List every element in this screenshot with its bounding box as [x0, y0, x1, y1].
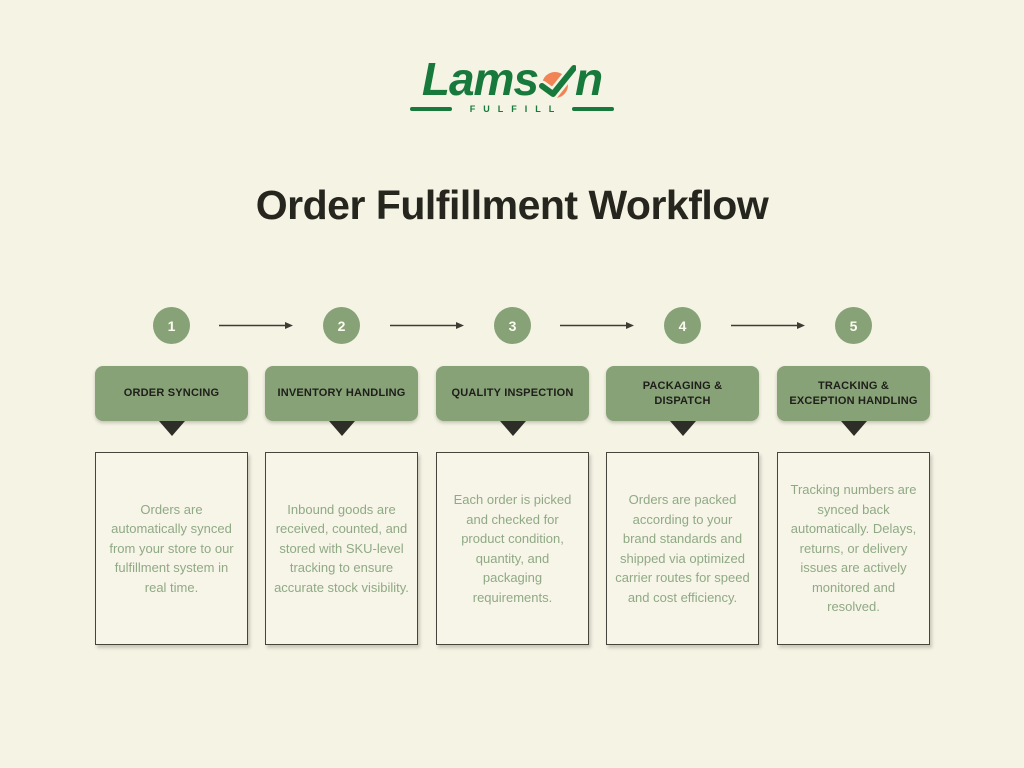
tagline-text: FULFILL — [469, 104, 563, 114]
step-2-title-box: INVENTORY HANDLING — [265, 366, 418, 421]
tagline-right-bar — [572, 107, 615, 111]
brand-o-swoosh-icon — [538, 62, 577, 100]
step-5-title-box: TRACKING & EXCEPTION HANDLING — [777, 366, 930, 421]
brand-tagline: FULFILL — [0, 104, 1024, 114]
step-3-number-badge: 3 — [494, 307, 531, 344]
workflow-step-3: 3 QUALITY INSPECTION Each order is picke… — [436, 307, 589, 645]
step-5-description-box: Tracking numbers are synced back automat… — [777, 452, 930, 645]
arrow-right-icon — [219, 322, 293, 329]
down-triangle-icon — [840, 421, 867, 436]
workflow-step-5: 5 TRACKING & EXCEPTION HANDLING Tracking… — [777, 307, 930, 645]
step-2-title: INVENTORY HANDLING — [277, 387, 406, 400]
step-1-title-box: ORDER SYNCING — [95, 366, 248, 421]
down-triangle-icon — [499, 421, 526, 436]
step-2-description: Inbound goods are received, counted, and… — [274, 501, 409, 595]
arrow-right-icon — [390, 322, 464, 329]
arrow-right-icon — [560, 322, 634, 329]
brand-logo: Lams n FULFILL — [0, 56, 1024, 114]
workflow-step-1: 1 ORDER SYNCING Orders are automatically… — [95, 307, 248, 645]
step-2-number-badge: 2 — [323, 307, 360, 344]
step-4-title: PACKAGING & DISPATCH — [642, 379, 723, 407]
step-1-title: ORDER SYNCING — [123, 387, 220, 400]
step-4-description: Orders are packed according to your bran… — [615, 492, 750, 605]
down-triangle-icon — [158, 421, 185, 436]
down-triangle-icon — [328, 421, 355, 436]
page-title: Order Fulfillment Workflow — [255, 182, 769, 228]
step-1-description: Orders are automatically synced from you… — [109, 501, 234, 595]
step-3-description: Each order is picked and checked for pro… — [453, 492, 572, 605]
brand-wordmark-prefix: Lams — [421, 53, 539, 105]
step-4-title-box: PACKAGING & DISPATCH — [606, 366, 759, 421]
step-5-description: Tracking numbers are synced back automat… — [790, 482, 917, 615]
step-3-title: QUALITY INSPECTION — [451, 387, 574, 400]
step-4-number-badge: 4 — [664, 307, 701, 344]
workflow-step-4: 4 PACKAGING & DISPATCH Orders are packed… — [606, 307, 759, 645]
step-3-title-box: QUALITY INSPECTION — [436, 366, 589, 421]
arrow-right-icon — [731, 322, 805, 329]
step-3-description-box: Each order is picked and checked for pro… — [436, 452, 589, 645]
step-4-description-box: Orders are packed according to your bran… — [606, 452, 759, 645]
workflow-step-2: 2 INVENTORY HANDLING Inbound goods are r… — [265, 307, 418, 645]
step-1-number-badge: 1 — [153, 307, 190, 344]
down-triangle-icon — [669, 421, 696, 436]
tagline-left-bar — [409, 107, 452, 111]
brand-wordmark-suffix: n — [575, 53, 603, 105]
step-5-title: TRACKING & EXCEPTION HANDLING — [789, 379, 918, 407]
step-5-number-badge: 5 — [835, 307, 872, 344]
step-2-description-box: Inbound goods are received, counted, and… — [265, 452, 418, 645]
step-1-description-box: Orders are automatically synced from you… — [95, 452, 248, 645]
brand-wordmark: Lams n — [421, 53, 603, 105]
workflow-diagram: 1 ORDER SYNCING Orders are automatically… — [95, 307, 930, 652]
